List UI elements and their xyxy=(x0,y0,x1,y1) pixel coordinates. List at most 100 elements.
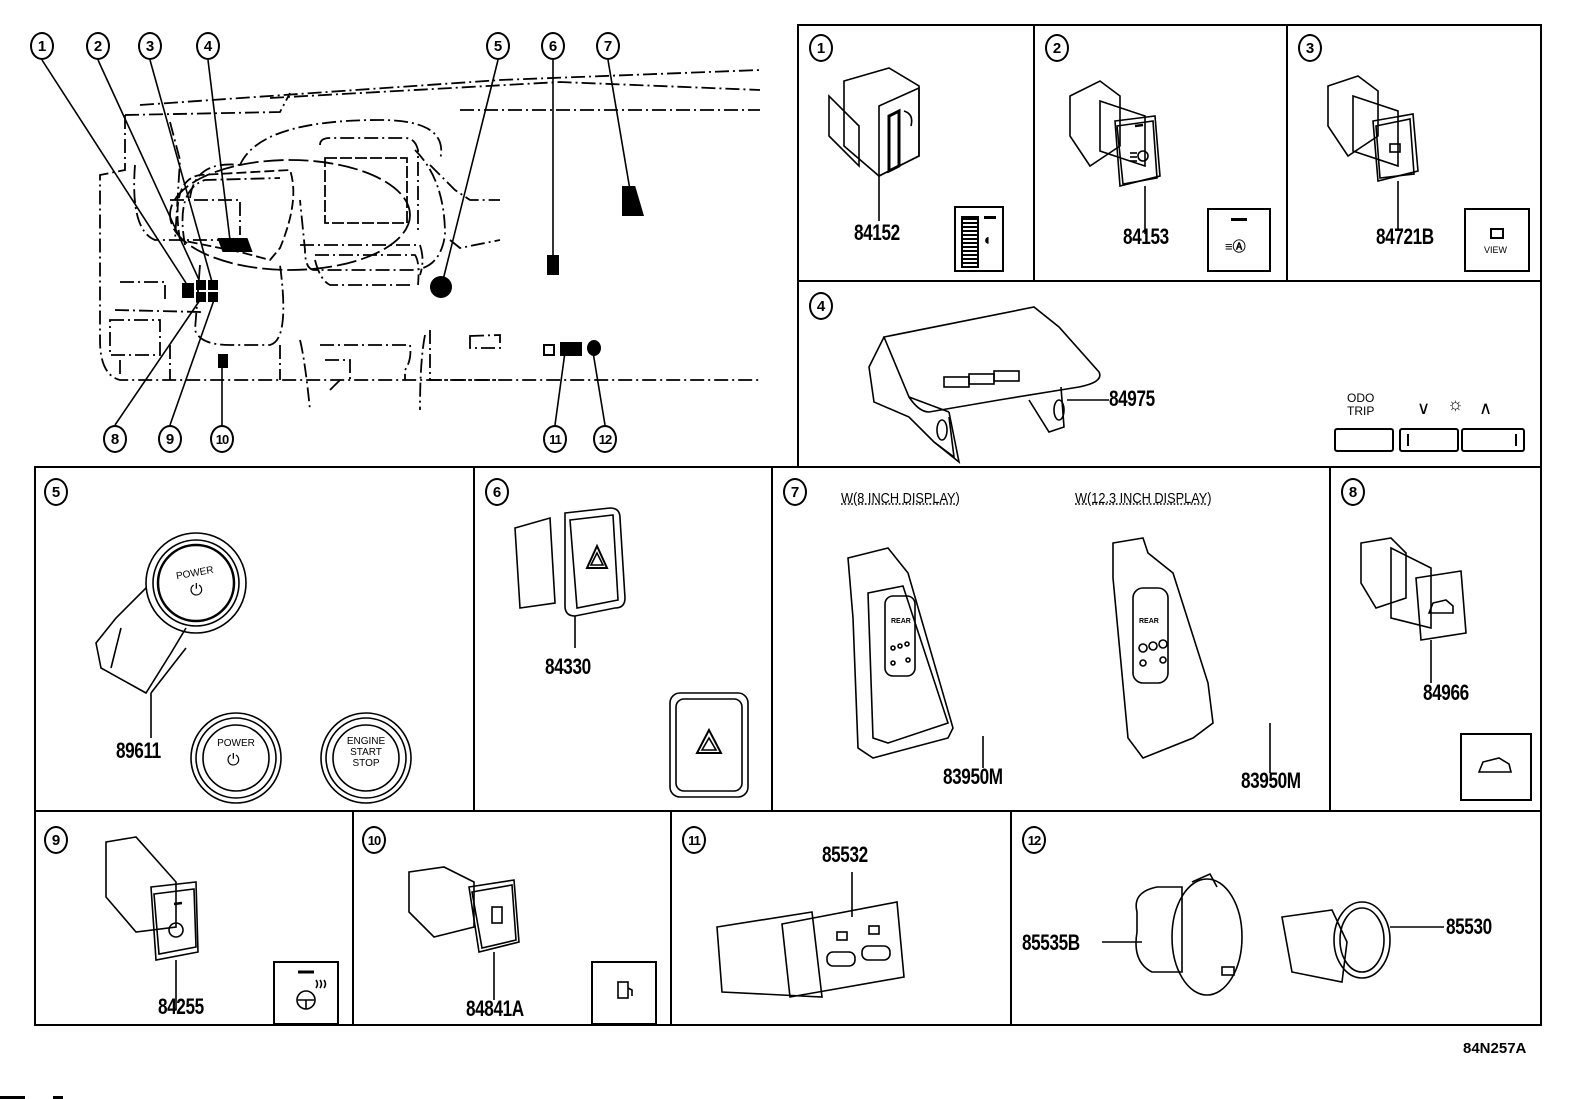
callout-9: 9 xyxy=(158,425,182,453)
callout-3: 3 xyxy=(138,32,162,60)
panel-index: 12 xyxy=(1022,826,1046,854)
panel-3: 3 84721B VIEW xyxy=(1286,24,1542,282)
panel-index: 10 xyxy=(362,826,386,854)
location-mark-3 xyxy=(208,280,218,290)
part-84966-drawing xyxy=(1360,537,1532,801)
part-number-85530: 85530 xyxy=(1446,914,1492,939)
dimmer-up-button xyxy=(1461,428,1525,452)
rear-label-8inch: REAR xyxy=(891,618,911,625)
panel-index: 3 xyxy=(1298,34,1322,62)
dimmer-wheel-icon xyxy=(961,216,979,268)
odo-trip-label: ODO TRIP xyxy=(1347,391,1375,418)
part-number-84153: 84153 xyxy=(1123,224,1169,249)
part-number-85532: 85532 xyxy=(822,842,868,867)
tailgate-icon xyxy=(1479,758,1511,772)
callout-leader-lines xyxy=(41,59,631,426)
dashboard-overview: 1 2 3 4 5 6 7 8 9 10 11 12 xyxy=(0,0,790,465)
location-mark-2 xyxy=(196,280,206,290)
view-label: VIEW xyxy=(1484,245,1508,255)
panel-index: 8 xyxy=(1341,478,1365,506)
variant-8-inch-label: W(8 INCH DISPLAY) xyxy=(841,490,960,507)
part-number-84966: 84966 xyxy=(1423,680,1469,705)
chevron-up-icon: ∧ xyxy=(1479,398,1493,418)
callout-8: 8 xyxy=(103,425,127,453)
panel-12: 12 85535B 85530 xyxy=(1010,810,1542,1026)
callout-10: 10 xyxy=(210,425,234,453)
part-83950M-drawings xyxy=(847,537,1271,773)
panel-6: 6 84330 xyxy=(473,466,773,812)
power-button-label: POWER xyxy=(217,738,255,749)
part-number-89611: 89611 xyxy=(116,738,161,763)
part-number-85535B: 85535B xyxy=(1022,930,1080,955)
part-85532-drawing xyxy=(716,872,905,998)
rear-label-12inch: REAR xyxy=(1139,618,1159,625)
callout-2: 2 xyxy=(86,32,110,60)
headlight-level-icon: ◖ xyxy=(982,232,992,249)
part-number-83950M-12inch: 83950M xyxy=(1241,768,1301,793)
part-84721B-drawing xyxy=(1327,75,1419,231)
part-number-84721B: 84721B xyxy=(1376,224,1434,249)
part-84975-drawing xyxy=(868,306,1109,464)
chevron-down-icon: ∨ xyxy=(1417,398,1431,418)
diagram-id: 84N257A xyxy=(1463,1040,1527,1057)
panel-index: 4 xyxy=(809,292,833,320)
location-mark-1 xyxy=(182,283,194,298)
callout-1: 1 xyxy=(30,32,54,60)
engine-start-stop-label: ENGINE START STOP xyxy=(346,736,386,769)
part-84841A-drawing xyxy=(408,866,657,1025)
odo-trip-button xyxy=(1334,428,1394,452)
part-number-84330: 84330 xyxy=(545,654,591,679)
panel-index: 11 xyxy=(682,826,706,854)
panel-index: 2 xyxy=(1045,34,1069,62)
location-mark-5 xyxy=(430,276,452,298)
part-number-83950M-8inch: 83950M xyxy=(943,764,1003,789)
panel-8: 8 84966 xyxy=(1329,466,1542,812)
part-89611-drawing xyxy=(95,532,412,804)
location-mark-11b xyxy=(543,344,555,356)
icon-panel-view: VIEW xyxy=(1464,208,1530,272)
panel-2: 2 84153 ≡Ⓐ xyxy=(1033,24,1288,282)
part-number-84975: 84975 xyxy=(1109,386,1155,411)
callout-11: 11 xyxy=(543,425,567,453)
location-mark-12 xyxy=(587,340,601,356)
part-85535B-85530-drawing xyxy=(1102,872,1444,996)
brightness-icon: ☼ xyxy=(1447,394,1464,414)
panel-4: 4 84975 ODO TRIP ∨ ☼ ∧ xyxy=(797,280,1542,468)
dashboard-outline-drawing xyxy=(99,69,761,411)
part-number-84152: 84152 xyxy=(854,220,900,245)
camera-view-icon xyxy=(1490,228,1504,239)
panel-10: 10 84841A xyxy=(352,810,672,1026)
callout-4: 4 xyxy=(196,32,220,60)
panel-index: 7 xyxy=(783,478,807,506)
variant-12-3-inch-label: W(12.3 INCH DISPLAY) xyxy=(1075,490,1212,507)
fuel-door-icon xyxy=(618,982,634,998)
part-84330-drawing xyxy=(514,507,749,798)
icon-panel-dimmer: ◖ xyxy=(954,206,1004,272)
callout-12: 12 xyxy=(593,425,617,453)
panel-index: 1 xyxy=(809,34,833,62)
part-84153-drawing xyxy=(1069,80,1161,234)
part-84152-drawing xyxy=(828,67,920,221)
callout-6: 6 xyxy=(541,32,565,60)
dimmer-down-button xyxy=(1399,428,1459,452)
panel-index: 9 xyxy=(44,826,68,854)
location-mark-9 xyxy=(208,292,218,302)
location-mark-10 xyxy=(218,354,228,368)
callout-5: 5 xyxy=(486,32,510,60)
icon-panel-auto-high-beam: ≡Ⓐ xyxy=(1207,208,1271,272)
panel-11: 11 85532 xyxy=(670,810,1012,1026)
part-84255-drawing xyxy=(105,836,339,1025)
power-symbol-icon: ⏻ xyxy=(227,752,240,769)
page-edge-mark xyxy=(53,1096,63,1099)
part-number-84255: 84255 xyxy=(158,994,204,1019)
page-edge-mark xyxy=(0,1096,25,1099)
panel-index: 6 xyxy=(485,478,509,506)
location-mark-6 xyxy=(547,255,559,275)
panel-index: 5 xyxy=(44,478,68,506)
panel-5: 5 POWER ⏻ 89611 POWER ⏻ ENGINE START STO… xyxy=(34,466,475,812)
part-number-84841A: 84841A xyxy=(466,996,524,1021)
panel-7: 7 W(8 INCH DISPLAY) W(12.3 INCH DISPLAY)… xyxy=(771,466,1331,812)
callout-7: 7 xyxy=(596,32,620,60)
location-mark-8 xyxy=(196,292,206,302)
panel-1: 1 84152 ◖ xyxy=(797,24,1035,282)
